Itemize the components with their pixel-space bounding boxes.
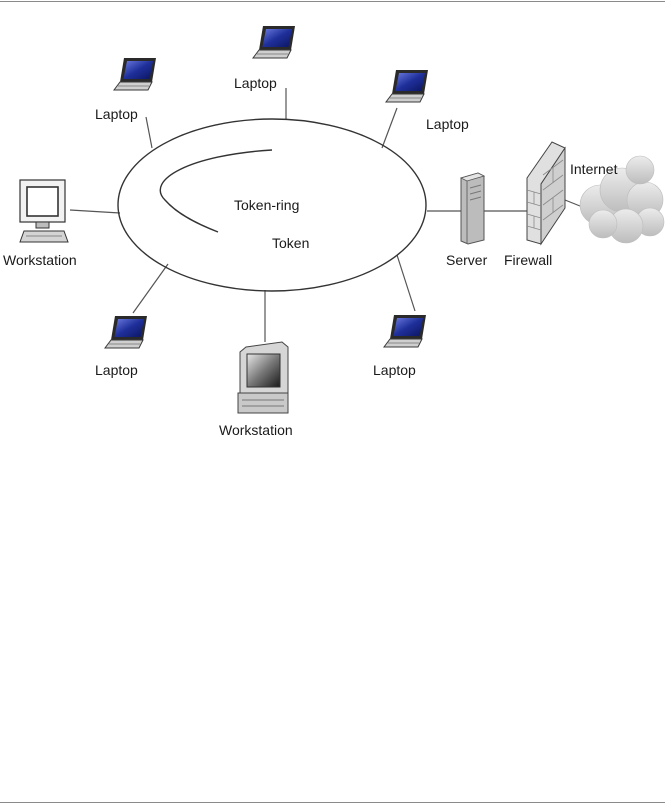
token-ring-ellipse: [117, 118, 427, 292]
page-bottom-rule: [0, 802, 665, 803]
server-icon: [459, 172, 486, 245]
laptop-bottom-right-label: Laptop: [373, 362, 416, 378]
firewall-icon: [526, 141, 566, 246]
workstation-left-label: Workstation: [3, 252, 77, 268]
page-top-rule: [0, 1, 665, 2]
laptop-bottom-left-icon: [104, 315, 148, 349]
link-laptop-top-right: [381, 107, 398, 149]
laptop-top-right-label: Laptop: [426, 116, 469, 132]
laptop-bottom-left-label: Laptop: [95, 362, 138, 378]
workstation-bottom-label: Workstation: [219, 422, 293, 438]
laptop-top-right-icon: [385, 69, 429, 103]
firewall-label: Firewall: [504, 252, 552, 268]
workstation-bottom-icon: [237, 341, 289, 414]
link-laptop-top-left: [145, 116, 153, 149]
internet-cloud-icon: [579, 155, 665, 244]
laptop-top-left-label: Laptop: [95, 106, 138, 122]
connection-lines: [69, 88, 591, 342]
link-laptop-bottom-right: [396, 254, 416, 312]
laptop-top-label: Laptop: [234, 75, 277, 91]
laptop-top-icon: [252, 25, 296, 59]
link-workstation-left: [69, 209, 121, 214]
ring-title-label: Token-ring: [234, 197, 299, 213]
link-laptop-bottom-left: [132, 263, 169, 314]
server-label: Server: [446, 252, 488, 268]
workstation-left-icon: [19, 179, 69, 243]
token-arrow-curve: [159, 149, 273, 233]
internet-label: Internet: [570, 161, 618, 177]
laptop-bottom-right-icon: [383, 314, 427, 348]
laptop-top-left-icon: [113, 57, 157, 91]
token-label: Token: [272, 235, 309, 251]
